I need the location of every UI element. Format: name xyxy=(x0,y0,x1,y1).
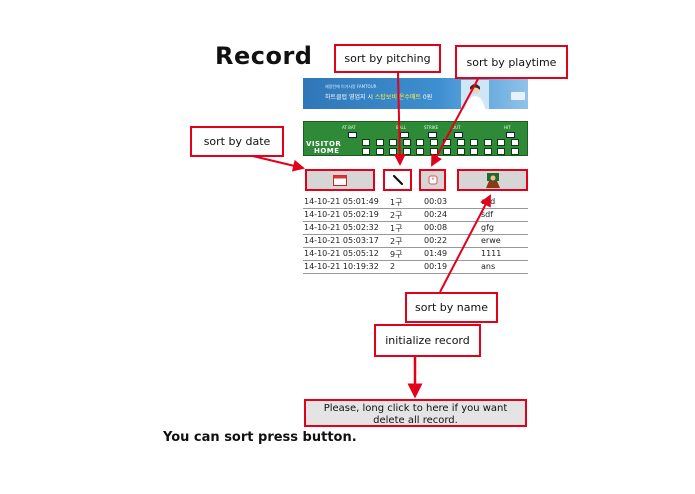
delete-button-line2: delete all record. xyxy=(373,415,458,426)
delete-button-line1: Please, long click to here if you want xyxy=(323,403,508,414)
record-date: 14-10-21 05:02:32 xyxy=(304,223,379,232)
sort-by-name-button[interactable] xyxy=(457,169,528,191)
record-name: ans xyxy=(481,262,496,271)
record-playtime: 00:03 xyxy=(424,197,448,206)
record-pitching: 2구 xyxy=(390,211,403,220)
record-playtime: 00:22 xyxy=(424,236,448,245)
scoreboard-label-at-bat: AT BAT xyxy=(342,125,356,130)
record-date: 14-10-21 05:03:17 xyxy=(304,236,379,245)
record-row[interactable]: 14-10-21 05:02:32 1구 00:08 gfg xyxy=(303,222,528,235)
scoreboard-indicator xyxy=(348,132,357,138)
scoreboard-cell xyxy=(416,148,424,155)
scoreboard-cell xyxy=(389,139,397,146)
record-pitching: 9구 xyxy=(390,250,403,259)
scoreboard-cell xyxy=(470,139,478,146)
banner-main-post: 0원 xyxy=(420,94,433,101)
scoreboard-indicator xyxy=(400,132,409,138)
scoreboard-cell xyxy=(429,139,438,146)
calendar-icon xyxy=(333,174,347,186)
scoreboard-indicator xyxy=(454,132,463,138)
banner-button xyxy=(511,92,525,100)
record-pitching: 2구 xyxy=(390,237,403,246)
scoreboard-cell xyxy=(470,148,478,155)
sort-by-playtime-button[interactable] xyxy=(419,169,446,191)
callout-sort-by-playtime: sort by playtime xyxy=(455,45,568,79)
scoreboard-cell xyxy=(416,139,424,146)
record-row[interactable]: 14-10-21 10:19:32 2 00:19 ans xyxy=(303,261,528,274)
record-playtime: 00:19 xyxy=(424,262,448,271)
record-pitching: 2 xyxy=(390,262,396,271)
delete-all-records-button[interactable]: Please, long click to here if you want d… xyxy=(304,399,527,427)
scoreboard-cell xyxy=(362,148,370,155)
banner-small-text: 헤밍턴에 이가사랑 FAMTOUR xyxy=(325,84,377,89)
player-icon xyxy=(485,172,500,188)
callout-sort-by-date: sort by date xyxy=(190,126,284,157)
scoreboard-cell xyxy=(510,139,519,146)
scoreboard-cell xyxy=(483,139,492,146)
record-playtime: 01:49 xyxy=(424,249,448,258)
record-name: 1111 xyxy=(481,249,502,258)
record-row[interactable]: 14-10-21 05:03:17 2구 00:22 erwe xyxy=(303,235,528,248)
banner-ad[interactable]: 헤밍턴에 이가사랑 FAMTOUR 하트클럽 영업지 시 스탑보비 온수매트 0… xyxy=(303,78,528,109)
record-name: gfg xyxy=(481,223,494,232)
arrow-name xyxy=(439,194,491,293)
scoreboard-cell xyxy=(443,148,451,155)
scoreboard-cell xyxy=(402,148,411,155)
scoreboard-cell xyxy=(389,148,397,155)
scoreboard-cell xyxy=(497,139,505,146)
scoreboard: AT BAT BALL STRIKE OUT HIT VISITOR HOME xyxy=(303,121,528,156)
record-row[interactable]: 14-10-21 05:05:12 9구 01:49 1111 xyxy=(303,248,528,261)
record-date: 14-10-21 05:05:12 xyxy=(304,249,379,258)
record-row[interactable]: 14-10-21 05:02:19 2구 00:24 sdf xyxy=(303,209,528,222)
callout-sort-by-name: sort by name xyxy=(405,292,498,323)
record-date: 14-10-21 05:01:49 xyxy=(304,197,379,206)
arrow-playtime xyxy=(431,78,479,167)
scoreboard-indicator xyxy=(506,132,515,138)
record-playtime: 00:08 xyxy=(424,223,448,232)
scoreboard-indicator xyxy=(428,132,437,138)
record-name: erwe xyxy=(481,236,501,245)
scoreboard-visitor-label: VISITOR xyxy=(306,140,342,148)
scoreboard-cell xyxy=(375,139,384,146)
instruction-text: You can sort press button. xyxy=(163,430,357,445)
scoreboard-label-hit: HIT xyxy=(504,125,511,130)
callout-initialize-record: initialize record xyxy=(374,324,481,357)
record-name: sdf xyxy=(481,210,494,219)
page-title: Record xyxy=(215,42,313,70)
scoreboard-cell xyxy=(456,148,465,155)
record-playtime: 00:24 xyxy=(424,210,448,219)
scoreboard-cell xyxy=(510,148,519,155)
clock-icon xyxy=(428,175,437,185)
scoreboard-cell xyxy=(402,139,411,146)
callout-sort-by-pitching: sort by pitching xyxy=(334,44,441,73)
sort-by-date-button[interactable] xyxy=(305,169,375,191)
scoreboard-cell xyxy=(362,139,370,146)
record-date: 14-10-21 05:02:19 xyxy=(304,210,379,219)
scoreboard-label-strike: STRIKE xyxy=(424,125,439,130)
bat-icon xyxy=(392,174,403,186)
sort-by-pitching-button[interactable] xyxy=(383,169,412,191)
scoreboard-cell xyxy=(483,148,492,155)
scoreboard-cell xyxy=(456,139,465,146)
banner-main-pre: 하트클럽 영업지 시 xyxy=(325,94,375,101)
scoreboard-home-label: HOME xyxy=(314,147,340,155)
scoreboard-label-ball: BALL xyxy=(396,125,406,130)
scoreboard-label-out: OUT xyxy=(452,125,461,130)
arrow-pitching xyxy=(393,72,406,166)
scoreboard-cell xyxy=(375,148,384,155)
record-pitching: 1구 xyxy=(390,224,403,233)
scoreboard-cell xyxy=(497,148,505,155)
record-pitching: 1구 xyxy=(390,198,403,207)
record-date: 14-10-21 10:19:32 xyxy=(304,262,379,271)
